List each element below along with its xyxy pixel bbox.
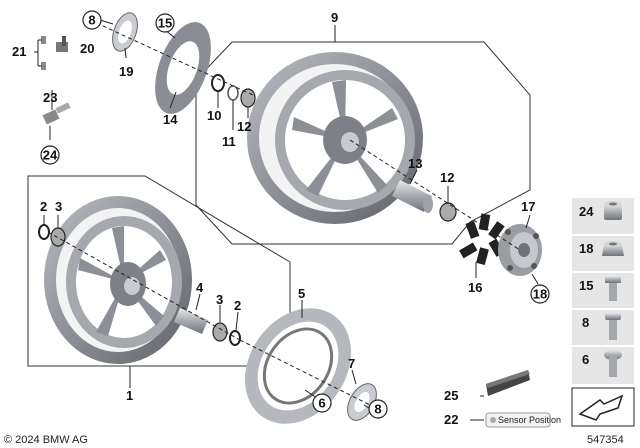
rear-wheel xyxy=(247,52,423,224)
label-16: 16 xyxy=(468,280,482,295)
front-spacer-4 xyxy=(174,308,208,334)
label-13: 13 xyxy=(408,156,422,171)
label-1: 1 xyxy=(126,388,133,403)
front-seal-2a xyxy=(38,224,50,240)
label-4: 4 xyxy=(196,280,204,295)
diagram-number: 547354 xyxy=(587,434,624,446)
hex-bolt-icon xyxy=(605,276,621,301)
label-9: 9 xyxy=(331,10,338,25)
legend-label-4: 6 xyxy=(582,352,589,367)
axis-lines xyxy=(47,19,521,411)
label-3b: 3 xyxy=(216,292,223,307)
label-17: 17 xyxy=(521,199,535,214)
circle-8a xyxy=(82,10,102,30)
label-21: 21 xyxy=(12,44,26,59)
label-12a: 12 xyxy=(237,119,251,134)
legend-label-3: 8 xyxy=(582,315,589,330)
bolt-21 xyxy=(34,36,46,70)
label-18: 18 xyxy=(533,287,547,302)
label-3a: 3 xyxy=(55,199,62,214)
sensor-position-label-22: Sensor Position xyxy=(485,412,561,428)
label-11: 11 xyxy=(222,134,236,149)
label-2a: 2 xyxy=(40,199,47,214)
front-wheel xyxy=(44,196,192,364)
front-bearing-3a xyxy=(50,227,66,247)
label-10: 10 xyxy=(207,108,221,123)
rear-wheel-frame xyxy=(195,41,531,245)
label-6: 6 xyxy=(318,396,325,411)
label-8a: 8 xyxy=(88,13,95,28)
legend-label-2: 15 xyxy=(579,278,593,293)
circle-18 xyxy=(530,284,550,304)
circle-24 xyxy=(40,145,60,165)
legend-label-0: 24 xyxy=(579,204,594,219)
button-head-bolt-icon xyxy=(604,350,622,377)
sensor-ring-19 xyxy=(112,12,138,52)
label-22: 22 xyxy=(444,412,458,427)
label-15: 15 xyxy=(158,16,172,31)
label-23: 23 xyxy=(43,90,57,105)
sensor-bolt-23 xyxy=(42,102,71,125)
circle-8b xyxy=(368,399,388,419)
copyright: © 2024 BMW AG xyxy=(4,434,88,446)
label-12b: 12 xyxy=(440,170,454,185)
abs-sensor-20 xyxy=(56,36,68,52)
sprocket-carrier xyxy=(498,224,542,276)
cush-drive-rubber xyxy=(459,213,505,266)
sensor-position-text: Sensor Position xyxy=(498,415,561,425)
label-19: 19 xyxy=(119,64,133,79)
front-seal-2b xyxy=(229,330,241,346)
label-7: 7 xyxy=(348,356,355,371)
corner-arrow-box xyxy=(571,387,635,427)
label-25: 25 xyxy=(444,388,458,403)
circle-6 xyxy=(312,393,332,413)
circle-15 xyxy=(155,13,175,33)
rear-bearing-12b xyxy=(439,202,457,222)
sleeve-nut-icon xyxy=(604,201,622,220)
label-2b: 2 xyxy=(234,298,241,313)
front-bearing-3b xyxy=(212,322,228,342)
hex-nut-icon xyxy=(602,241,624,256)
rear-spacer-13 xyxy=(392,180,433,213)
label-14: 14 xyxy=(163,112,178,127)
torx-bolt-icon xyxy=(605,313,621,340)
rear-bearing-12a xyxy=(240,88,256,108)
rear-brake-disc xyxy=(155,22,211,114)
label-8b: 8 xyxy=(374,402,381,417)
rear-ring-11 xyxy=(227,85,239,101)
label-20: 20 xyxy=(80,41,94,56)
legend-label-1: 18 xyxy=(579,241,593,256)
label-24: 24 xyxy=(43,148,58,163)
label-5: 5 xyxy=(298,286,305,301)
sticker-strip-25 xyxy=(486,370,530,396)
rear-seal-10 xyxy=(211,74,225,92)
fastener-legend: 24 18 15 8 6 xyxy=(572,198,634,384)
